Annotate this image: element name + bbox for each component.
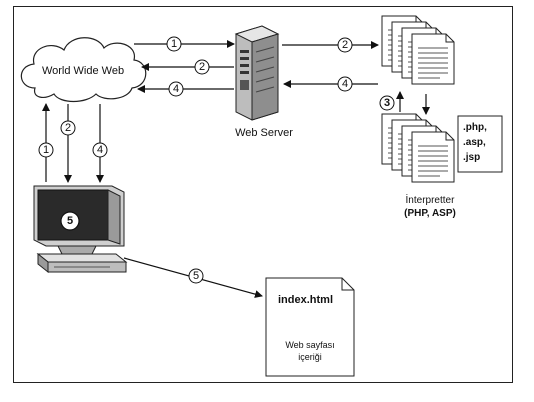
step-number: 4	[342, 78, 348, 90]
step-badge: 3	[379, 95, 395, 111]
client-badge	[60, 211, 80, 231]
step-badge: 4	[168, 81, 184, 97]
step-number: 1	[171, 38, 177, 50]
output-page: index.html Web sayfası içeriği	[265, 277, 355, 377]
diagram-frame	[13, 6, 513, 383]
step-badge: 2	[337, 37, 353, 53]
extensions-box: .php, .asp, .jsp	[457, 115, 503, 173]
server-label: Web Server	[235, 127, 293, 139]
interpreter-label: İnterpretter	[406, 193, 456, 206]
step-number: 2	[199, 61, 205, 73]
step-number: 3	[384, 97, 390, 109]
ext-asp: .asp,	[463, 137, 486, 148]
step-badge: 5	[188, 268, 204, 284]
script-files-stack	[381, 15, 455, 85]
document-icon	[411, 131, 455, 183]
step-badge: 2	[60, 120, 76, 136]
step-badge: 1	[166, 36, 182, 52]
client-badge-number: 5	[67, 215, 73, 227]
step-badge: 4	[92, 142, 108, 158]
monitor-icon	[33, 185, 128, 274]
step-badges: 1 2 4 2 4 3 1 2	[38, 36, 395, 284]
step-number: 2	[342, 39, 348, 51]
step-number: 1	[43, 144, 49, 156]
document-icon	[411, 33, 455, 85]
page-body-line1: Web sayfası	[285, 340, 334, 350]
server-tower-icon	[234, 25, 280, 121]
step-number: 5	[193, 270, 199, 282]
www-label: World Wide Web	[42, 65, 124, 77]
page-body-line2: içeriği	[298, 352, 322, 362]
step-badge: 2	[194, 59, 210, 75]
page-title: index.html	[278, 294, 333, 306]
web-server: Web Server	[234, 25, 293, 139]
step-badge: 4	[337, 76, 353, 92]
step-number: 4	[173, 83, 179, 95]
interpreter-stack: İnterpretter (PHP, ASP)	[381, 113, 456, 219]
www-cloud: World Wide Web	[20, 37, 147, 103]
client-computer: 5	[33, 185, 128, 274]
ext-php: .php,	[463, 122, 487, 133]
cloud-shape	[20, 37, 147, 103]
step-badge: 1	[38, 142, 54, 158]
ext-jsp: .jsp	[463, 152, 480, 163]
step-number: 4	[97, 144, 103, 156]
step-number: 2	[65, 122, 71, 134]
interpreter-sublabel: (PHP, ASP)	[404, 208, 456, 219]
